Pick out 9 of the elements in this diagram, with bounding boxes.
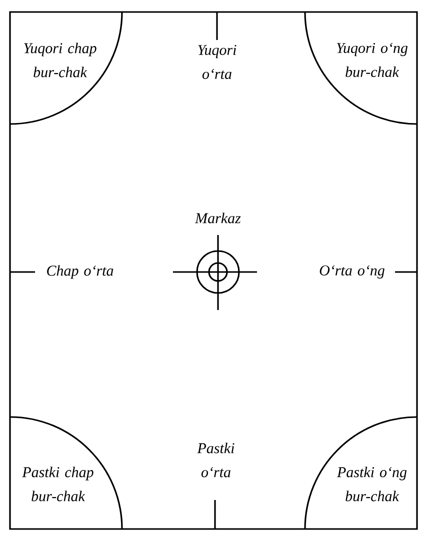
corner-area: Yuqori o‘ng bur-chak: [304, 12, 418, 125]
corner-area: Pastki o‘ng bur-chak: [304, 416, 418, 530]
corner-area: Pastki chap bur-chak: [10, 416, 123, 530]
position-label: Yuqori o‘rta: [198, 44, 236, 80]
position-label: Markaz: [194, 212, 241, 224]
position-label: Chap o‘rta: [47, 265, 114, 279]
corner-area: Yuqori chap bur-chak: [10, 12, 123, 125]
position-label: Pastki o‘rta: [197, 442, 234, 478]
position-label: O‘rta o‘ng: [320, 265, 384, 279]
